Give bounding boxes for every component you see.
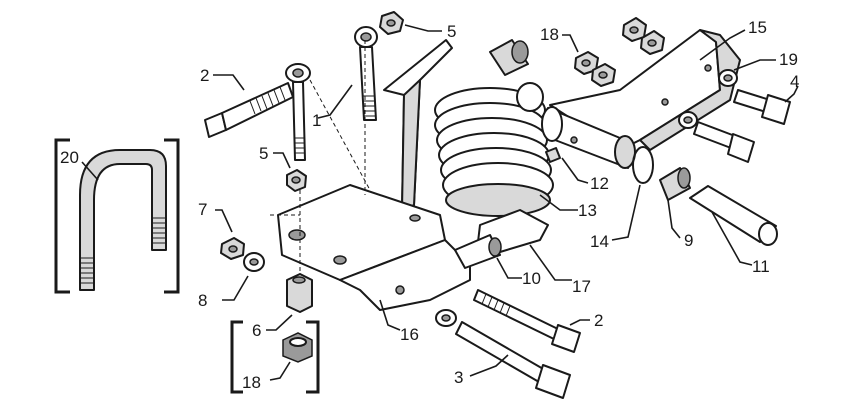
- callout-1: 1: [312, 111, 321, 130]
- seal-ring-part-14: [611, 146, 654, 241]
- callout-14: 14: [590, 232, 609, 251]
- callout-19: 19: [779, 50, 798, 69]
- u-bolt-bracket-left: [54, 138, 70, 294]
- top-bushing: [489, 39, 544, 112]
- callout-18-lower: 18: [242, 373, 261, 392]
- callout-20: 20: [60, 148, 79, 167]
- leader-3: [469, 354, 509, 377]
- leader-11: [711, 211, 753, 266]
- callout-7: 7: [198, 200, 207, 219]
- assembly-guide-lines: [270, 40, 371, 290]
- trailing-arm-part-15: [541, 29, 746, 169]
- callout-16: 16: [400, 325, 419, 344]
- leader-14: [611, 184, 641, 241]
- callout-13: 13: [578, 201, 597, 220]
- leader-2a: [213, 74, 245, 91]
- spacer-part-6: [266, 273, 313, 331]
- u-bolt-bracket-right: [164, 138, 180, 294]
- nut-bracket-right: [306, 320, 320, 394]
- leader-1: [317, 84, 353, 119]
- callout-2-lower: 2: [594, 311, 603, 330]
- leader-15: [699, 29, 746, 61]
- leader-16: [379, 299, 401, 331]
- callout-3: 3: [454, 368, 463, 387]
- callout-5-upper: 5: [447, 22, 456, 41]
- bolt-part-2-upper: [204, 74, 294, 138]
- leader-13: [539, 194, 578, 211]
- leader-10: [496, 257, 522, 279]
- leader-20: [81, 161, 99, 181]
- leader-4: [784, 85, 799, 103]
- leader-8: [222, 275, 249, 301]
- bushing-part-10: [454, 234, 522, 279]
- nuts-part-18-upper: [562, 17, 665, 87]
- callout-17: 17: [572, 277, 591, 296]
- callout-12: 12: [590, 174, 609, 193]
- grease-fitting-part-12: [545, 147, 589, 184]
- bolt-part-4: [733, 85, 799, 125]
- bolt-part-3: [435, 309, 571, 399]
- callout-2-upper: 2: [200, 66, 209, 85]
- leader-18a: [562, 34, 579, 53]
- spring-seat-plate: [277, 184, 471, 331]
- bolt-part-2-lower: [473, 289, 590, 353]
- leader-2b: [569, 319, 590, 326]
- callout-10: 10: [522, 269, 541, 288]
- callout-9: 9: [684, 231, 693, 250]
- callout-6: 6: [252, 321, 261, 340]
- leader-18b: [269, 361, 291, 381]
- nut-part-5-upper: [379, 11, 442, 35]
- pin-part-11: [689, 185, 778, 266]
- u-bolt-group: [54, 138, 180, 294]
- callout-11: 11: [752, 257, 770, 276]
- callout-labels: 1 2 2 3 4 5 5 6 7 8 9 10 11 12 13 14 15 …: [60, 18, 799, 392]
- washer-part-8: [222, 252, 265, 301]
- nut-bracket-left: [230, 320, 243, 394]
- arm-bolt: [678, 111, 755, 163]
- leader-5b: [273, 152, 291, 169]
- callout-4: 4: [790, 72, 799, 91]
- nut-part-18-lower-group: [230, 320, 320, 394]
- eye-bolt-part-1: [317, 26, 378, 121]
- washer-part-19: [718, 59, 776, 87]
- callout-15: 15: [748, 18, 767, 37]
- leader-5a: [404, 24, 442, 32]
- leader-17: [529, 244, 572, 281]
- leader-12: [561, 157, 589, 184]
- u-bolt-threads: [80, 217, 166, 284]
- leader-19: [733, 59, 776, 71]
- coil-spring-part-13: [434, 87, 578, 217]
- leader-6: [266, 314, 293, 331]
- callout-18-upper: 18: [540, 25, 559, 44]
- nut-part-5-lower: [273, 152, 307, 192]
- u-bolt-part-20: [79, 149, 167, 291]
- bushing-part-9: [659, 167, 691, 239]
- leader-7: [215, 209, 233, 233]
- eye-bolt: [285, 63, 311, 161]
- callout-8: 8: [198, 291, 207, 310]
- callout-5-lower: 5: [259, 144, 268, 163]
- leader-9: [667, 199, 681, 239]
- nut-part-7: [215, 209, 245, 260]
- frame-bracket: [383, 39, 453, 211]
